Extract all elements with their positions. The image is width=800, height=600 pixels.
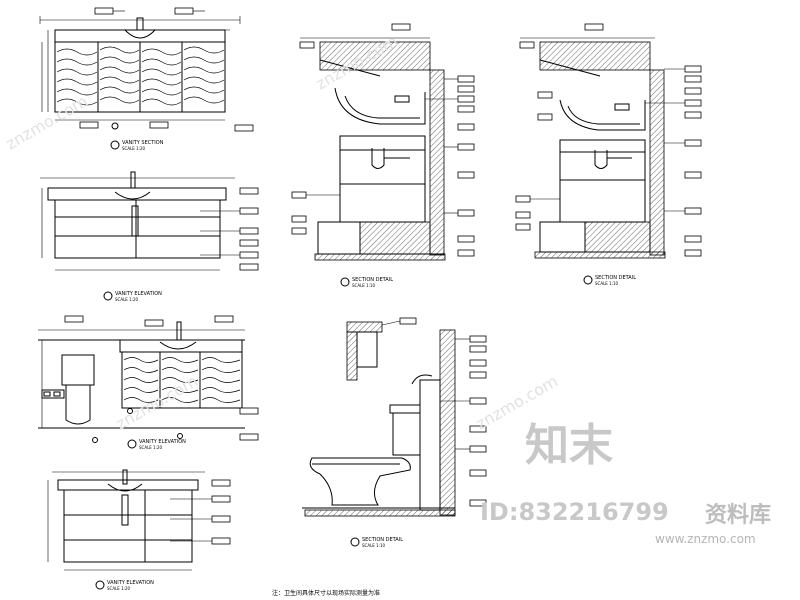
view-label: VANITY ELEVATION	[115, 291, 162, 297]
view-marker	[110, 140, 120, 150]
view-scale: SCALE 1:20	[115, 297, 139, 302]
view-scale: SCALE 1:20	[107, 586, 131, 591]
view-scale: SCALE 1:20	[139, 445, 163, 450]
tag-box	[94, 7, 114, 15]
section-detail-1: SECTION DETAIL SCALE 1:10	[291, 23, 475, 288]
watermark-library: 资料库	[705, 503, 771, 528]
watermark-logo: 知末	[525, 420, 613, 471]
view-label: VANITY SECTION	[122, 140, 164, 146]
view-label: SECTION DETAIL	[595, 275, 636, 281]
tag-box	[174, 7, 194, 15]
watermark-diag: znzmo.com	[3, 91, 92, 153]
vanity-elevation-4: VANITY ELEVATION SCALE 1:20	[47, 469, 231, 591]
section-detail-2: SECTION DETAIL SCALE 1:10	[515, 23, 702, 286]
watermark-url: www.znzmo.com	[655, 532, 756, 546]
section-detail-3: SECTION DETAIL SCALE 1:10	[302, 317, 487, 548]
view-scale: SCALE 1:10	[362, 543, 386, 548]
view-label: SECTION DETAIL	[362, 537, 403, 543]
vanity-elevation-1: VANITY SECTION SCALE 1:20	[39, 7, 254, 151]
view-scale: SCALE 1:10	[595, 281, 619, 286]
footer-note: 注：卫生间具体尺寸以现场实际测量为准	[272, 589, 380, 597]
view-label: SECTION DETAIL	[352, 277, 393, 283]
watermark-id: ID:832216799	[480, 498, 669, 526]
view-label: VANITY ELEVATION	[107, 580, 154, 586]
vanity-elevation-3: VANITY ELEVATION SCALE 1:20	[38, 315, 259, 450]
view-scale: SCALE 1:20	[122, 146, 146, 151]
view-scale: SCALE 1:10	[352, 283, 376, 288]
vanity-elevation-2: VANITY ELEVATION SCALE 1:20	[40, 171, 259, 302]
view-label: VANITY ELEVATION	[139, 439, 186, 445]
